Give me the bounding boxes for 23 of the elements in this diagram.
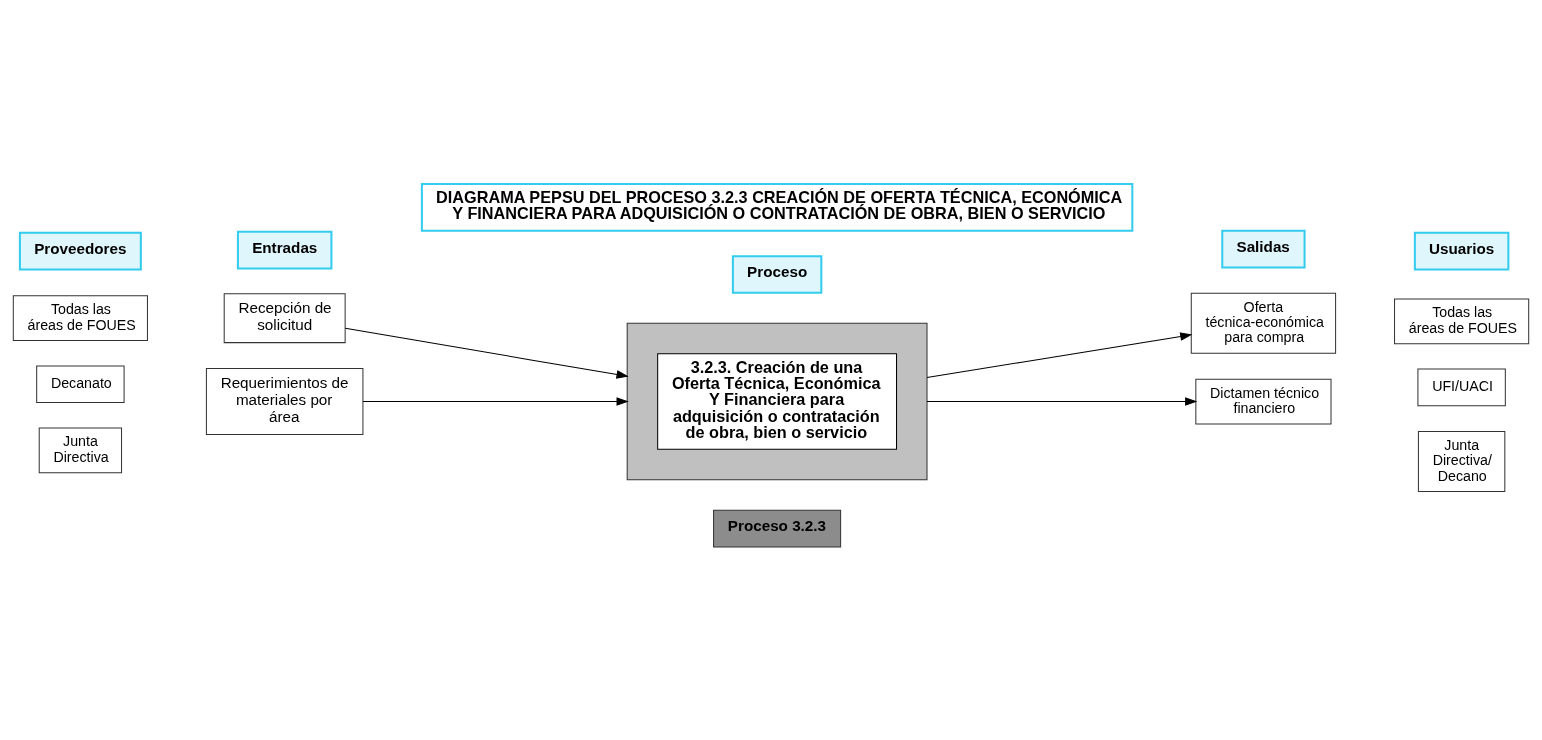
node-box: Proveedores [18, 231, 142, 271]
node-box: Dictamen técnico financiero [1195, 378, 1332, 425]
arrow [362, 397, 629, 406]
node-box: Requerimientos de materiales por área [205, 368, 364, 436]
node-box: Oferta técnica-económica para compra [1190, 292, 1337, 354]
node-box: Decanato [36, 365, 125, 404]
arrow [926, 397, 1198, 406]
arrow [344, 327, 629, 379]
node-box: DIAGRAMA PEPSU DEL PROCESO 3.2.3 CREACIÓN DE OFERTA TÉCNICA, ECONÓMICA Y FINANCIERA PARA ADQUISICIÓN O CONTRATACIÓN DE OBRA, BIEN O SERVICIO [420, 183, 1134, 232]
node-box: Entradas [236, 230, 333, 270]
node-box: Proceso [731, 255, 823, 294]
node-box: 3.2.3. Creación de una Oferta Técnica, Económica Y Financiera para adquisición o contratación de obra, bien o servicio [657, 353, 898, 450]
arrow [926, 332, 1193, 378]
node-box: Junta Directiva/ Decano [1417, 431, 1506, 493]
node-box: Junta Directiva [38, 427, 123, 474]
node-box: Proceso 3.2.3 [713, 509, 842, 548]
node-box: Salidas [1221, 229, 1306, 269]
cluster [626, 322, 928, 481]
node-box: Todas las áreas de FOUES [12, 295, 148, 342]
node-box: Todas las áreas de FOUES [1394, 298, 1530, 345]
node-box: UFI/UACI [1417, 368, 1506, 407]
node-box: Usuarios [1413, 231, 1510, 271]
node-box: Recepción de solicitud [223, 293, 346, 344]
